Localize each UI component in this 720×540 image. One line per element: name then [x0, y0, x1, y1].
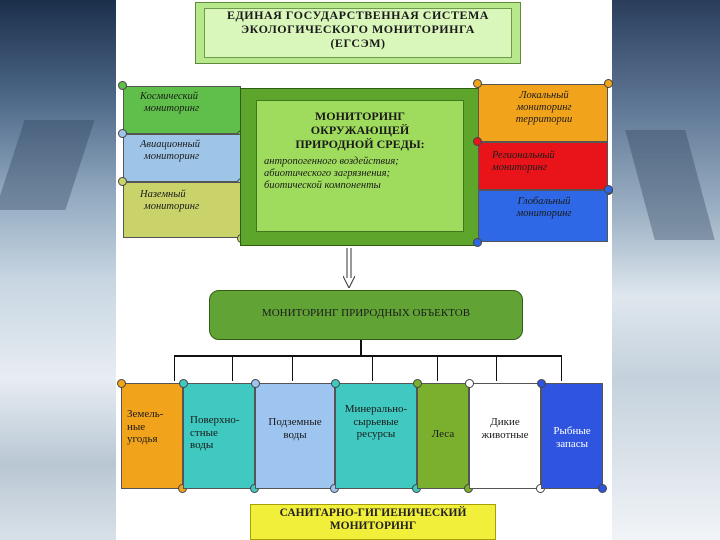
- arrow-down-icon: [343, 248, 355, 288]
- connector-line: [496, 355, 497, 381]
- mountain-background-right: [612, 0, 720, 540]
- title-line: ЕДИНАЯ ГОСУДАРСТВЕННАЯ СИСТЕМА: [204, 9, 512, 23]
- scroll-curl-icon: [413, 379, 422, 388]
- scroll-curl-icon: [251, 379, 260, 388]
- connector-line: [232, 355, 233, 381]
- mountain-background-left: [0, 0, 116, 540]
- scroll-label: Леса: [417, 428, 469, 441]
- connector-line: [292, 355, 293, 381]
- scroll-curl-icon: [473, 238, 482, 247]
- title-line: (ЕГСЭМ): [204, 37, 512, 51]
- connector-line: [360, 340, 362, 356]
- connector-line: [372, 355, 373, 381]
- scroll-curl-icon: [598, 484, 607, 493]
- scroll-curl-icon: [604, 79, 613, 88]
- scroll-curl-icon: [473, 79, 482, 88]
- connector-line: [437, 355, 438, 381]
- scroll-curl-icon: [118, 177, 127, 186]
- scroll-curl-icon: [465, 379, 474, 388]
- environment-monitoring-list: антропогенного воздействия;абиотического…: [264, 156, 460, 192]
- natural-objects-monitoring-label: МОНИТОРИНГ ПРИРОДНЫХ ОБЪЕКТОВ: [209, 307, 523, 320]
- title-line: ЭКОЛОГИЧЕСКОГО МОНИТОРИНГА: [204, 23, 512, 37]
- scroll-curl-icon: [118, 81, 127, 90]
- scroll-curl-icon: [604, 185, 613, 194]
- scroll-curl-icon: [473, 137, 482, 146]
- scroll-curl-icon: [179, 379, 188, 388]
- scroll-curl-icon: [537, 379, 546, 388]
- connector-line: [174, 355, 175, 381]
- connector-line: [561, 355, 562, 381]
- scroll-curl-icon: [117, 379, 126, 388]
- scroll-curl-icon: [118, 129, 127, 138]
- scroll-curl-icon: [331, 379, 340, 388]
- diagram-title: ЕДИНАЯ ГОСУДАРСТВЕННАЯ СИСТЕМА ЭКОЛОГИЧЕ…: [204, 9, 512, 50]
